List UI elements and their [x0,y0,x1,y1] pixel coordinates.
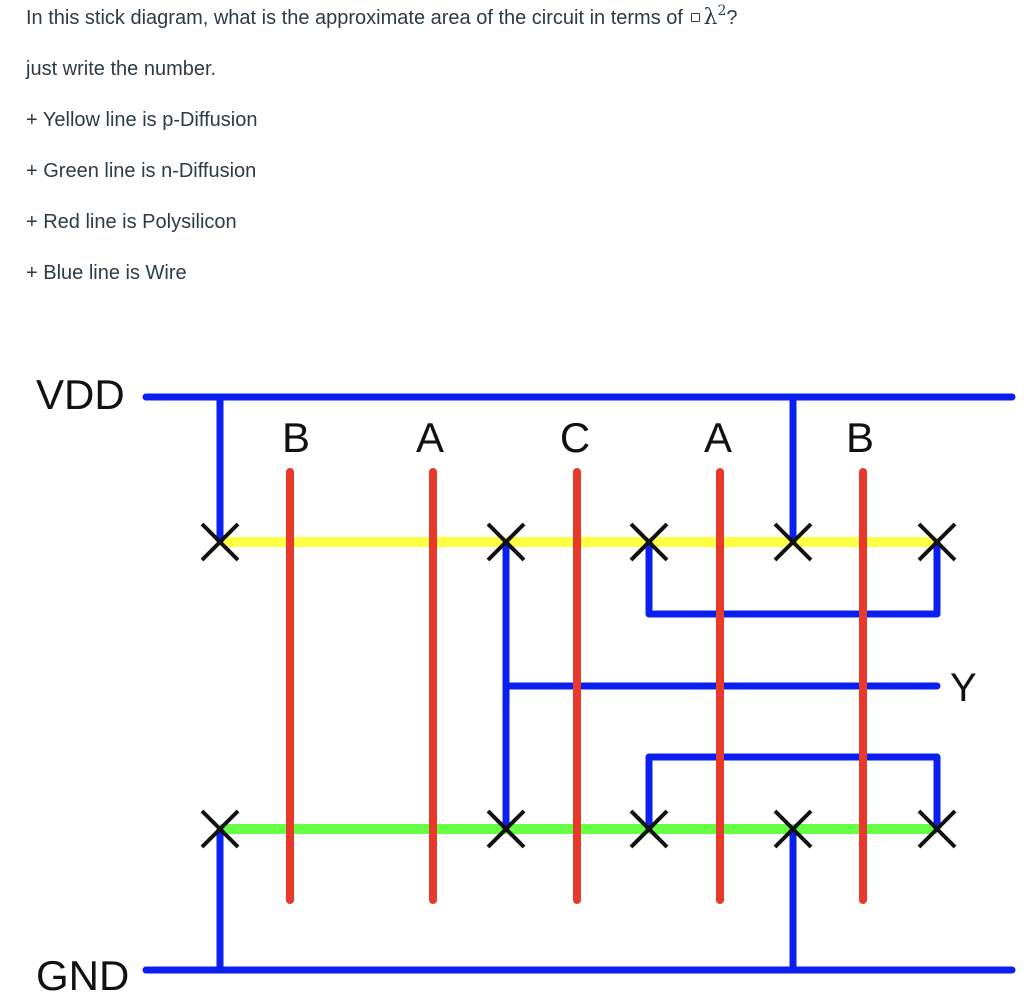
contact-mark [629,522,669,562]
box-glyph-icon [690,13,700,22]
lambda-exponent-wrap: 2 [717,3,727,30]
vdd-label: VDD [36,371,125,418]
contact-mark [917,522,957,562]
contact-mark [200,522,240,562]
legend-item-polysilicon: + Red line is Polysilicon [26,211,237,233]
contact-mark [200,809,240,849]
legend-item-p-diffusion: + Yellow line is p-Diffusion [26,109,258,131]
question-mark: ? [726,7,738,29]
contact-mark [773,522,813,562]
gate-label: A [416,414,444,461]
gnd-label: GND [36,952,129,999]
gate-label: B [846,414,874,461]
gate-label: B [282,414,310,461]
gate-label: A [704,414,732,461]
contact-mark [917,809,957,849]
question-text: In this stick diagram, what is the appro… [26,7,683,29]
output-y-label: Y [950,666,977,710]
legend-item-n-diffusion: + Green line is n-Diffusion [26,160,257,182]
question-prompt: In this stick diagram, what is the appro… [26,3,1016,30]
question-block: In this stick diagram, what is the appro… [26,3,1016,312]
contact-mark [486,809,526,849]
contact-mark [773,809,813,849]
legend-item-wire: + Blue line is Wire [26,262,187,284]
lambda-symbol: λ [703,5,718,30]
pmos-link-wire [645,542,941,618]
nmos-link-wire [645,753,941,829]
contact-group [200,522,957,849]
contact-mark [629,809,669,849]
lambda-exponent: 2 [717,3,727,19]
question-instruction: just write the number. [26,58,217,80]
polysilicon-group [286,468,867,904]
gate-label: C [560,414,590,461]
contact-mark [486,522,526,562]
